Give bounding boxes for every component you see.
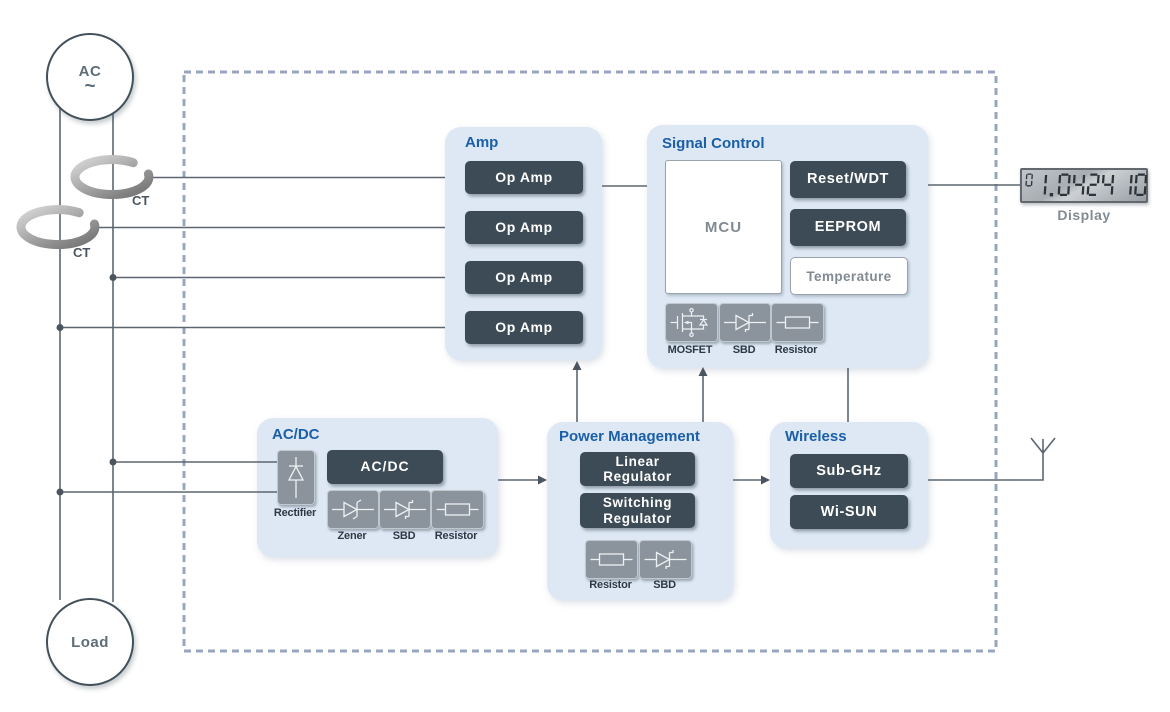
arrow-into-signal-control: [698, 367, 708, 376]
arrow-into-wireless: [761, 475, 770, 485]
resistor-icon: [435, 503, 480, 516]
diode-icon: [288, 456, 304, 499]
display-label: Display: [1057, 207, 1111, 223]
sbd-icon: [383, 499, 427, 520]
amp-title: Amp: [465, 134, 499, 151]
switching-regulator-button[interactable]: Switching Regulator: [580, 493, 695, 528]
antenna-icon: [1030, 437, 1056, 454]
sbd-tile[interactable]: [379, 490, 431, 529]
rectifier-tile[interactable]: [277, 450, 315, 505]
op-amp-button-4[interactable]: Op Amp: [465, 311, 583, 344]
lcd-display: [1020, 168, 1148, 203]
wi-sun-button[interactable]: Wi-SUN: [790, 495, 908, 529]
mosfet-label: MOSFET: [667, 344, 713, 356]
resistor-icon: [589, 553, 634, 566]
resistor-label: Resistor: [589, 579, 632, 591]
resistor-tile[interactable]: [431, 490, 484, 529]
zener-icon: [331, 499, 375, 520]
resistor-label: Resistor: [434, 530, 478, 542]
sbd-tile[interactable]: [719, 303, 771, 342]
op-amp-button-3[interactable]: Op Amp: [465, 261, 583, 294]
op-amp-button-1[interactable]: Op Amp: [465, 161, 583, 194]
acdc-title: AC/DC: [272, 426, 320, 443]
acdc-button[interactable]: AC/DC: [327, 450, 443, 484]
power-management-title: Power Management: [559, 428, 700, 445]
ac-source-terminal: AC ~: [46, 33, 134, 121]
mosfet-tile[interactable]: [665, 303, 718, 342]
ct2-ring-icon: [16, 205, 100, 250]
ct-rings: [16, 155, 154, 250]
resistor-tile[interactable]: [771, 303, 824, 342]
sbd-icon: [723, 312, 767, 333]
ac-source-label: AC: [78, 62, 102, 80]
ct2-label: CT: [73, 245, 91, 260]
linear-regulator-button[interactable]: Linear Regulator: [580, 452, 695, 486]
resistor-icon: [775, 316, 820, 329]
ct1-label: CT: [132, 193, 150, 208]
sbd-label: SBD: [653, 579, 676, 591]
sbd-tile[interactable]: [639, 540, 692, 579]
eeprom-button[interactable]: EEPROM: [790, 209, 906, 246]
mosfet-icon: [669, 308, 708, 337]
junction-dots: [56, 274, 117, 496]
op-amp-button-2[interactable]: Op Amp: [465, 211, 583, 244]
signal-control-title: Signal Control: [662, 135, 765, 152]
arrow-into-amp: [572, 361, 582, 370]
resistor-label: Resistor: [774, 344, 818, 356]
wireless-title: Wireless: [785, 428, 847, 445]
sub-ghz-button[interactable]: Sub-GHz: [790, 454, 908, 488]
sbd-icon: [643, 549, 688, 570]
resistor-tile[interactable]: [585, 540, 638, 579]
arrow-into-power: [538, 475, 547, 485]
rectifier-label: Rectifier: [273, 507, 317, 519]
load-terminal: Load: [46, 598, 134, 686]
load-label: Load: [71, 633, 109, 651]
reset-wdt-button[interactable]: Reset/WDT: [790, 161, 906, 198]
ct1-ring-icon: [70, 155, 154, 200]
wire-wireless-to-antenna: [928, 453, 1044, 481]
temperature-button[interactable]: Temperature: [790, 257, 908, 295]
zener-tile[interactable]: [327, 490, 379, 529]
mcu-box: MCU: [665, 160, 782, 294]
zener-label: Zener: [337, 530, 367, 542]
lcd-digits: [1022, 170, 1148, 201]
ac-waveform-symbol: ~: [84, 75, 96, 97]
